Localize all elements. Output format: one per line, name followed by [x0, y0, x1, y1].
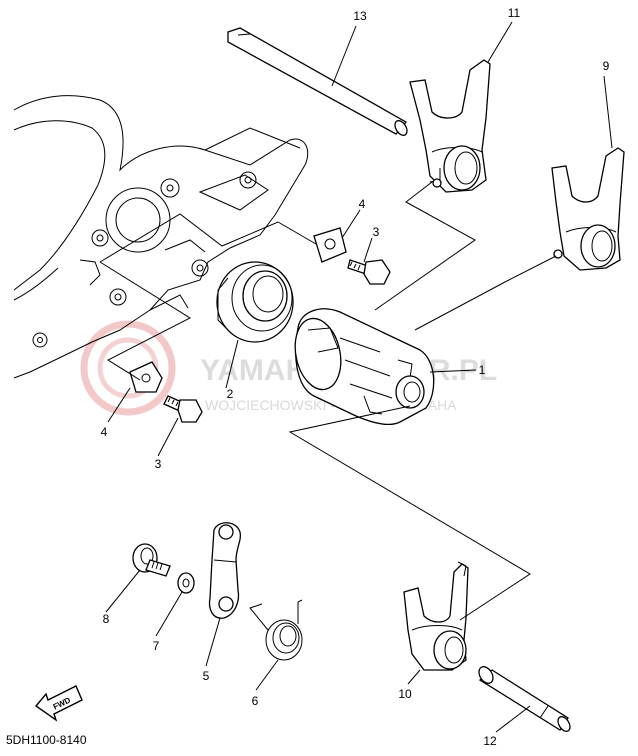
- shift-drum: [294, 308, 435, 426]
- plate-lower: [129, 361, 163, 393]
- callout-12: 12: [483, 734, 497, 748]
- callout-4-upper: 4: [359, 197, 366, 211]
- callout-9: 9: [603, 59, 610, 73]
- callout-13: 13: [353, 9, 367, 23]
- stopper-bolt: [132, 543, 171, 577]
- callout-4-lower: 4: [101, 425, 108, 439]
- shift-lever: [208, 522, 242, 619]
- callout-2: 2: [227, 387, 234, 401]
- bolt-upper: [347, 259, 391, 285]
- callout-7: 7: [153, 639, 160, 653]
- guide-bar-long: [227, 27, 408, 136]
- callout-1: 1: [479, 363, 486, 377]
- callout-10: 10: [398, 687, 412, 701]
- fwd-arrow-icon: FWD: [34, 685, 83, 722]
- bolt-lower: [163, 395, 203, 423]
- guide-bar-short: [478, 666, 571, 732]
- plate-upper: [313, 227, 347, 263]
- callout-6: 6: [252, 694, 259, 708]
- bearing: [216, 261, 294, 343]
- shift-fork-11: [409, 59, 491, 193]
- callout-5: 5: [203, 669, 210, 683]
- shift-fork-10: [403, 561, 469, 671]
- callouts: 13 11 9 1 2 3 4 4 3 8 7 5 6 10 12: [101, 6, 610, 748]
- callout-3-upper: 3: [373, 225, 380, 239]
- shift-fork-9: [551, 147, 625, 271]
- leader-lines: [105, 21, 613, 733]
- assembly-lines: [99, 181, 557, 621]
- callout-11: 11: [508, 6, 521, 20]
- spring: [249, 599, 303, 661]
- callout-8: 8: [103, 612, 110, 626]
- washer: [177, 572, 195, 594]
- doc-code: 5DH1100-8140: [6, 733, 87, 747]
- callout-3-lower: 3: [155, 457, 162, 471]
